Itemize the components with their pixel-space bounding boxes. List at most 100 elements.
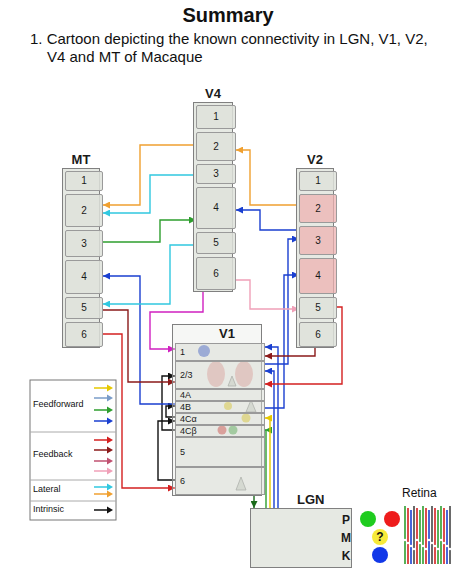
legend-sample	[94, 509, 107, 511]
legend-sample	[94, 470, 107, 472]
layer-box: 4	[299, 258, 337, 294]
legend-sample	[107, 491, 113, 498]
layer-box: 2	[65, 194, 103, 227]
legend-text: Intrinsic	[33, 504, 64, 515]
legend-text: Feedforward	[33, 399, 84, 410]
pathway-connector	[103, 276, 175, 404]
legend-sample	[107, 447, 113, 454]
retina-illustration	[428, 539, 430, 541]
pathway-connector	[253, 495, 254, 508]
retina-illustration	[446, 510, 448, 564]
layer-number: 3	[197, 165, 235, 183]
layer-number: 5	[197, 233, 235, 253]
retina-illustration	[425, 548, 427, 550]
pathway-connector	[265, 239, 299, 364]
retina-illustration	[422, 545, 424, 547]
retina-illustration	[443, 508, 445, 564]
legend-sample	[107, 437, 113, 444]
layer-box: 1	[299, 171, 337, 191]
layer-box: 3	[196, 164, 236, 184]
layer-number: 4A	[176, 390, 264, 400]
pathway-box: M	[335, 531, 357, 546]
pathway-connector	[103, 220, 196, 242]
pathway-connector	[236, 210, 299, 230]
pathway-connector	[103, 245, 196, 304]
area-name: V2	[277, 152, 353, 169]
legend-text: Lateral	[33, 484, 61, 495]
layer-box: 4	[196, 187, 236, 229]
layer-box: 6	[175, 467, 265, 495]
layer-number: 2/3	[176, 362, 264, 388]
legend-sample	[107, 484, 113, 491]
layer-number: 6	[197, 258, 235, 289]
layer-number: 4Cβ	[176, 426, 264, 436]
retina-illustration	[416, 508, 418, 564]
layer-box: 4A	[175, 389, 265, 401]
retina-illustration	[449, 506, 451, 564]
retina-illustration	[440, 539, 442, 541]
channel-circle	[372, 547, 388, 563]
layer-box: 3	[299, 226, 337, 255]
legend-sample	[107, 385, 113, 392]
unknown-mark: ?	[372, 530, 388, 545]
retina-illustration	[425, 508, 427, 564]
layer-box: 1	[65, 171, 103, 191]
channel-circle	[360, 511, 400, 563]
layer-number: 3	[300, 227, 336, 254]
layer-number: 6	[176, 468, 264, 494]
layer-number: 4	[300, 259, 336, 293]
layer-number: 4	[66, 261, 102, 293]
layer-box: 4Cβ	[175, 425, 265, 437]
layer-number: 1	[176, 344, 264, 360]
pathway-name: P	[335, 513, 357, 528]
area-box: V2123456	[296, 168, 334, 348]
retina-illustration	[446, 545, 448, 547]
retina-illustration	[404, 506, 406, 564]
legend-sample	[94, 420, 107, 422]
retina-illustration	[413, 506, 415, 564]
pathway-connector	[103, 334, 175, 488]
layer-box: 2	[299, 194, 337, 223]
pathway-connector	[236, 150, 299, 205]
layer-box: 2	[196, 132, 236, 161]
legend-sample	[94, 409, 107, 411]
layer-number: 3	[66, 231, 102, 256]
layer-box: 1	[196, 105, 236, 129]
legend-text: Feedback	[33, 449, 73, 460]
legend-sample	[94, 493, 107, 495]
layer-box: 6	[196, 257, 236, 290]
area-box: MT123456	[62, 168, 100, 348]
retina-illustration	[440, 506, 442, 564]
layer-number: 5	[66, 298, 102, 318]
pathway-connector	[103, 310, 175, 382]
layer-box: 1	[175, 343, 265, 361]
legend-frame	[30, 380, 116, 520]
layer-box: 2/3	[175, 361, 265, 389]
layer-number: 4Cα	[176, 414, 264, 424]
retina-illustration	[413, 548, 415, 550]
retina-illustration	[443, 542, 445, 544]
legend-sample	[107, 395, 113, 402]
pathway-box: P	[335, 513, 357, 528]
layer-box: 4	[65, 260, 103, 294]
retina-illustration	[434, 508, 436, 564]
area-name: V4	[174, 86, 252, 103]
layer-number: 6	[66, 323, 102, 346]
retina-illustration	[431, 506, 433, 564]
layer-number: 5	[300, 298, 336, 318]
legend-sample	[107, 507, 113, 514]
retina-illustration	[431, 542, 433, 544]
pathway-name: M	[335, 531, 357, 546]
area-name: MT	[43, 152, 119, 169]
pathway-connector	[265, 347, 315, 356]
legend-sample	[94, 439, 107, 441]
retina-illustration	[437, 548, 439, 550]
pathway-name: K	[335, 549, 357, 564]
legend-frame	[30, 501, 116, 502]
retina-illustration	[407, 508, 409, 564]
layer-box: 3	[65, 230, 103, 257]
legend-sample	[94, 486, 107, 488]
